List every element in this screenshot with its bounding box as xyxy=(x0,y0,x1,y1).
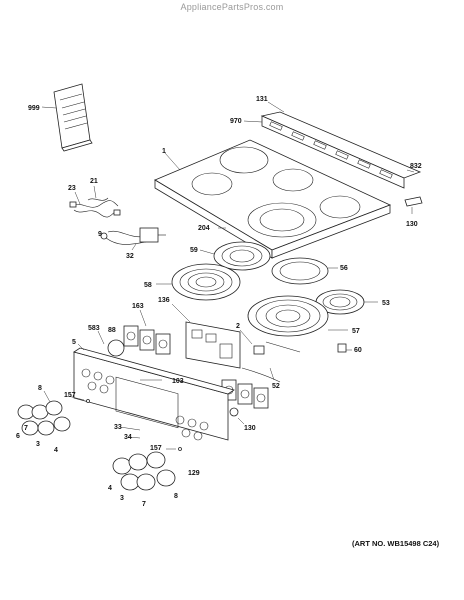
label-88: 88 xyxy=(108,327,116,334)
label-1: 1 xyxy=(162,148,166,155)
watermark-text: AppliancePartsPros.com xyxy=(180,2,284,12)
radiant-element-57 xyxy=(247,295,348,337)
knobs-bottom xyxy=(112,447,182,491)
label-21: 21 xyxy=(90,178,98,185)
label-999: 999 xyxy=(28,105,40,112)
radiant-element-59 xyxy=(199,241,271,271)
infinite-switches-163 xyxy=(123,309,171,355)
label-103: 103 xyxy=(172,378,184,385)
label-56: 56 xyxy=(340,265,348,272)
clip-130-lower xyxy=(229,407,245,425)
terminal-block-cord xyxy=(100,227,166,251)
wire-harness xyxy=(69,185,121,218)
label-53: 53 xyxy=(382,300,390,307)
label-130-top: 130 xyxy=(406,221,418,228)
label-60: 60 xyxy=(354,347,362,354)
manual-booklet xyxy=(41,83,93,152)
label-131: 131 xyxy=(256,96,268,103)
label-2: 2 xyxy=(236,323,240,330)
knobs-left xyxy=(17,390,90,436)
radiant-element-58 xyxy=(156,263,241,301)
label-7-left: 7 xyxy=(24,425,28,432)
control-panel-5 xyxy=(73,330,235,441)
label-32: 32 xyxy=(126,253,134,260)
label-57: 57 xyxy=(352,328,360,335)
label-3-bottom: 3 xyxy=(120,495,124,502)
bracket-130 xyxy=(404,196,423,214)
label-163: 163 xyxy=(132,303,144,310)
label-6: 6 xyxy=(16,433,20,440)
label-832: 832 xyxy=(410,163,422,170)
label-4-left: 4 xyxy=(54,447,58,454)
label-583: 583 xyxy=(88,325,100,332)
label-8-left: 8 xyxy=(38,385,42,392)
label-58: 58 xyxy=(144,282,152,289)
label-59: 59 xyxy=(190,247,198,254)
label-136: 136 xyxy=(158,297,170,304)
label-8-bottom: 8 xyxy=(174,493,178,500)
label-33: 33 xyxy=(114,424,122,431)
radiant-element-56 xyxy=(271,257,338,285)
rear-vent-trim xyxy=(243,101,422,189)
label-34: 34 xyxy=(124,434,132,441)
label-204: 204 xyxy=(198,225,210,232)
label-52: 52 xyxy=(272,383,280,390)
disk-88 xyxy=(107,339,125,357)
label-5: 5 xyxy=(72,339,76,346)
clip-60 xyxy=(337,343,352,353)
label-7-bottom: 7 xyxy=(142,501,146,508)
switches-right xyxy=(221,379,269,409)
wire-leads xyxy=(239,329,301,383)
glass-cooktop xyxy=(154,139,392,259)
part-number-labels: 999 131 970 1 832 23 21 204 130 9 32 59 … xyxy=(16,96,422,508)
label-157-left: 157 xyxy=(64,392,76,399)
label-129: 129 xyxy=(188,470,200,477)
label-157-bottom: 157 xyxy=(150,445,162,452)
label-9: 9 xyxy=(98,231,102,238)
label-4-bottom: 4 xyxy=(108,485,112,492)
control-board-136 xyxy=(171,303,241,369)
label-130-lower: 130 xyxy=(244,425,256,432)
art-number: (ART NO. WB15498 C24) xyxy=(352,539,440,548)
label-3-left: 3 xyxy=(36,441,40,448)
label-23: 23 xyxy=(68,185,76,192)
label-970: 970 xyxy=(230,118,242,125)
